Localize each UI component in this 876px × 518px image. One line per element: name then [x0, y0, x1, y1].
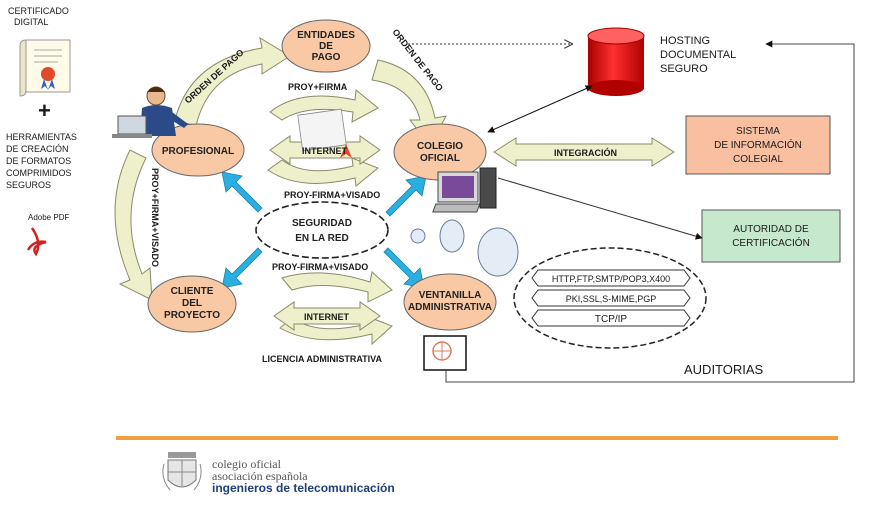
- bubbles: [410, 219, 519, 277]
- protocol-label-3: TCP/IP: [595, 314, 628, 325]
- coat-of-arms-icon: [162, 452, 202, 491]
- cliente-line3: PROYECTO: [164, 310, 220, 321]
- curved-arrow-proy-firma: [269, 89, 379, 123]
- blue-arrow-to-colegio: [385, 175, 427, 217]
- proy-firma-label: PROY+FIRMA: [288, 82, 348, 92]
- tools-line-2: DE CREACIÓN: [6, 144, 69, 154]
- node-ventanilla: VENTANILLA ADMINISTRATIVA: [403, 273, 497, 331]
- profesional-label: PROFESIONAL: [162, 146, 234, 157]
- tools-line-1: HERRAMIENTAS: [6, 132, 77, 142]
- blue-arrow-to-cliente: [221, 247, 263, 289]
- signature-mark: [340, 144, 352, 158]
- hosting-line3: SEGURO: [660, 63, 708, 75]
- curved-arrow-left-vertical: [114, 149, 153, 301]
- desktop-computer-icon: [432, 167, 497, 213]
- sistema-line1: SISTEMA: [736, 126, 780, 137]
- cert-label-line1: CERTIFICADO: [8, 6, 69, 16]
- auditorias-feedback-line: [445, 40, 855, 383]
- blue-arrows: [221, 171, 427, 289]
- auditorias-label: AUDITORIAS: [684, 362, 764, 377]
- footer-line3: ingenieros de telecomunicación: [212, 481, 395, 495]
- internet-bottom-label: INTERNET: [304, 312, 350, 322]
- adobe-pdf-icon: Adobe PDF: [26, 213, 69, 257]
- protocol-stack: HTTP,FTP,SMTP/POP3,X400 PKI,SSL,S-MIME,P…: [513, 247, 707, 349]
- internet-top-label: INTERNET: [302, 146, 348, 156]
- connector-colegio-hosting: [487, 85, 593, 133]
- cert-label-line2: DIGITAL: [14, 17, 48, 27]
- tools-line-4: COMPRIMIDOS: [6, 168, 72, 178]
- cliente-line1: CLIENTE: [171, 286, 214, 297]
- curved-arrow-internet-top-return: [267, 157, 379, 187]
- proy-firma-visado-top-label: PROY-FIRMA+VISADO: [284, 190, 380, 200]
- orden-pago-left-label: ORDEN DE PAGO: [183, 47, 246, 105]
- curved-arrow-bottom-lower: [279, 315, 393, 346]
- licencia-label: LICENCIA ADMINISTRATIVA: [262, 354, 382, 364]
- entidades-line1: ENTIDADES: [297, 30, 355, 41]
- protocol-label-2: PKI,SSL,S-MIME,PGP: [566, 294, 657, 304]
- database-cylinder-icon: [587, 27, 645, 96]
- autoridad-line1: AUTORIDAD DE: [733, 224, 809, 235]
- footer-line1: colegio oficial: [212, 457, 281, 471]
- pdf-label: Adobe PDF: [28, 213, 69, 222]
- connector-colegio-autoridad: [497, 177, 703, 240]
- proy-firma-visado-bottom-label: PROY-FIRMA+VISADO: [272, 262, 368, 272]
- node-seguridad-red: SEGURIDAD EN LA RED: [255, 201, 389, 259]
- sistema-informacion-box: SISTEMA DE INFORMACIÓN COLEGIAL: [685, 115, 831, 175]
- tools-line-5: SEGUROS: [6, 180, 51, 190]
- colegio-line2: OFICIAL: [420, 153, 460, 164]
- plus-sign: +: [38, 98, 51, 123]
- seguridad-line1: SEGURIDAD: [292, 218, 352, 229]
- blue-arrow-to-profesional: [221, 171, 263, 213]
- document-sheet: [297, 108, 347, 152]
- tools-line-3: DE FORMATOS: [6, 156, 71, 166]
- footer-divider: [116, 436, 838, 440]
- protocol-label-1: HTTP,FTP,SMTP/POP3,X400: [552, 274, 670, 284]
- laptop-base: [112, 134, 152, 138]
- internet-arrow-bottom: [273, 301, 381, 331]
- footer-line2: asociación española: [212, 469, 308, 483]
- proy-firma-visado-vertical-label: PROY+FIRMA+VISADO: [150, 168, 160, 267]
- cliente-line2: DEL: [182, 298, 202, 309]
- sistema-line2: DE INFORMACIÓN: [714, 138, 802, 151]
- curved-arrow-bottom-upper: [281, 271, 393, 303]
- node-entidades-pago: ENTIDADES DE PAGO: [281, 19, 371, 73]
- ventanilla-line2: ADMINISTRATIVA: [408, 302, 492, 313]
- node-profesional: PROFESIONAL: [151, 123, 245, 177]
- protocol-row-security: PKI,SSL,S-MIME,PGP: [531, 289, 691, 307]
- entidades-line3: PAGO: [312, 52, 341, 63]
- footer-logo-text: colegio oficial asociación española inge…: [212, 458, 395, 494]
- autoridad-line2: CERTIFICACIÓN: [732, 236, 810, 249]
- colegio-line1: COLEGIO: [417, 141, 463, 152]
- protocol-row-application: HTTP,FTP,SMTP/POP3,X400: [531, 269, 691, 287]
- integracion-label: INTEGRACIÓN: [554, 147, 617, 158]
- integracion-arrow: INTEGRACIÓN: [493, 137, 675, 167]
- professional-person-icon: [112, 86, 188, 138]
- hosting-line1: HOSTING: [660, 35, 710, 47]
- seguridad-line2: EN LA RED: [295, 233, 349, 244]
- hosting-line2: DOCUMENTAL: [660, 49, 736, 61]
- sistema-line3: COLEGIAL: [733, 154, 783, 165]
- ventanilla-line1: VENTANILLA: [419, 290, 482, 301]
- laptop-screen: [117, 115, 147, 135]
- internet-arrow-top: [269, 108, 381, 165]
- certificate-icon: [19, 39, 71, 97]
- entidades-line2: DE: [319, 41, 333, 52]
- node-cliente-proyecto: CLIENTE DEL PROYECTO: [147, 275, 237, 333]
- tools-label: HERRAMIENTAS DE CREACIÓN DE FORMATOS COM…: [6, 132, 77, 190]
- license-document-icon: [423, 335, 467, 371]
- protocol-row-transport: TCP/IP: [531, 309, 691, 327]
- autoridad-certificacion-box: AUTORIDAD DE CERTIFICACIÓN: [701, 209, 841, 263]
